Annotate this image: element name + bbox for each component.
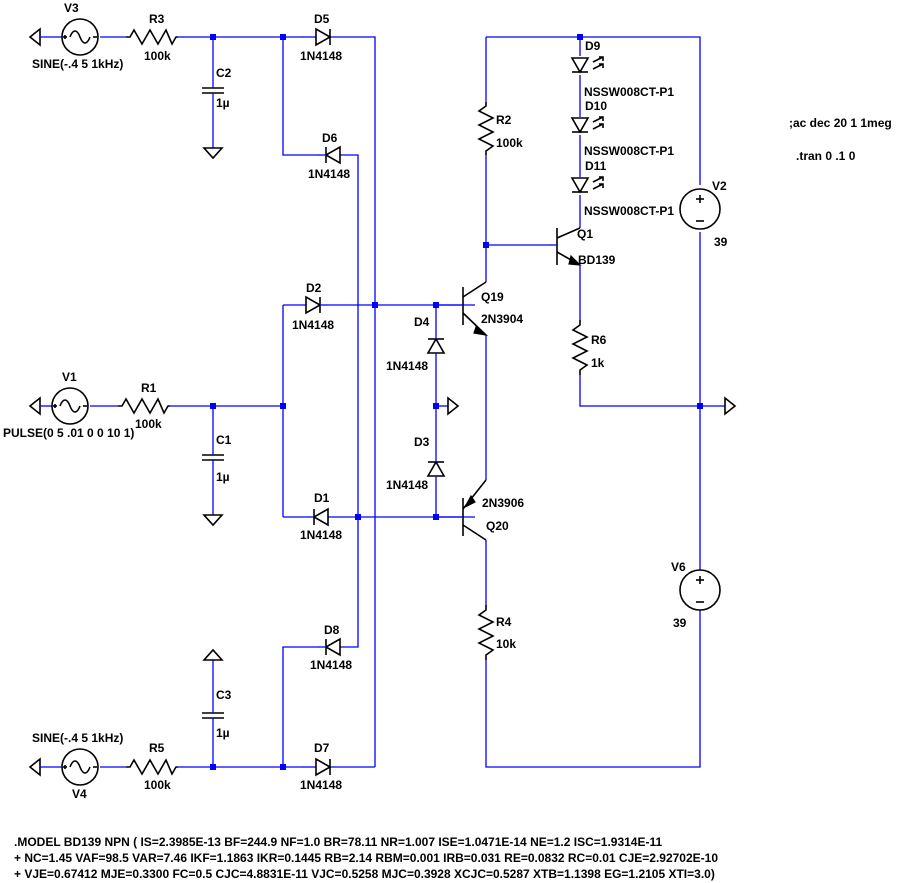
resistor-r2: R2 100k (477, 102, 523, 155)
ground-icon (202, 514, 224, 527)
ground-icon (28, 396, 41, 416)
diode-d2: D2 1N4148 (292, 281, 334, 332)
r4-value: 10k (496, 637, 516, 651)
capacitor-c1: C1 1µ (202, 433, 232, 485)
resistor-r6: R6 1k (571, 320, 607, 375)
r4-name: R4 (496, 615, 512, 629)
transistor-q1: Q1 BD139 (550, 227, 616, 270)
ground-icon (202, 147, 224, 160)
source-v1: V1 PULSE(0 5 .01 0 0 10 1) (3, 370, 134, 440)
resistor-r1: R1 100k (118, 381, 170, 431)
v1-name: V1 (62, 370, 77, 384)
r2-name: R2 (496, 113, 512, 127)
d4-name: D4 (414, 315, 430, 329)
ground-icon (28, 27, 41, 47)
ground-icon (447, 396, 460, 416)
d8-name: D8 (324, 623, 340, 637)
c1-name: C1 (216, 433, 232, 447)
d11-name: D11 (585, 159, 607, 173)
d6-name: D6 (322, 131, 338, 145)
c2-value: 1µ (216, 96, 230, 110)
diode-d4: D4 1N4148 (386, 315, 446, 373)
d11-value: NSSW008CT-P1 (584, 204, 674, 218)
c3-value: 1µ (216, 726, 230, 740)
d2-name: D2 (306, 281, 322, 295)
d10-name: D10 (585, 99, 607, 113)
c2-name: C2 (216, 66, 232, 80)
resistor-r5: R5 100k (126, 741, 178, 792)
v3-value: SINE(-.4 5 1kHz) (32, 57, 123, 71)
ground-symbols (28, 27, 737, 777)
d9-value: NSSW008CT-P1 (584, 85, 674, 99)
source-v6: V6 39 (671, 560, 721, 630)
r3-name: R3 (149, 12, 165, 26)
v2-value: 39 (714, 235, 728, 249)
ground-icon (202, 648, 224, 661)
capacitor-c3: C3 1µ (202, 688, 232, 740)
c1-value: 1µ (216, 470, 230, 484)
d10-value: NSSW008CT-P1 (584, 144, 674, 158)
d5-name: D5 (314, 12, 330, 26)
source-v2: V2 39 (679, 179, 728, 249)
resistor-r4: R4 10k (477, 605, 516, 660)
q20-value: 2N3906 (482, 496, 524, 510)
q19-value: 2N3904 (481, 312, 523, 326)
capacitor-c2: C2 1µ (202, 65, 232, 111)
v6-name: V6 (671, 560, 686, 574)
d8-value: 1N4148 (310, 658, 352, 672)
r2-value: 100k (496, 136, 523, 150)
led-d9: D9 NSSW008CT-P1 (570, 39, 674, 99)
d6-value: 1N4148 (308, 167, 350, 181)
model-line-3: + VJE=0.67412 MJE=0.3300 FC=0.5 CJC=4.88… (14, 867, 715, 881)
v1-value: PULSE(0 5 .01 0 0 10 1) (3, 426, 134, 440)
r1-value: 100k (135, 417, 162, 431)
q20-name: Q20 (486, 519, 509, 533)
diode-d3: D3 1N4148 (386, 435, 446, 492)
v6-value: 39 (673, 616, 687, 630)
model-line-2: + NC=1.45 VAF=98.5 VAR=7.46 IKF=1.1863 I… (14, 851, 718, 865)
r3-value: 100k (144, 49, 171, 63)
r6-name: R6 (591, 333, 607, 347)
d2-value: 1N4148 (292, 318, 334, 332)
d1-name: D1 (314, 491, 330, 505)
tran-directive: .tran 0 .1 0 (796, 149, 856, 163)
d7-value: 1N4148 (300, 778, 342, 792)
ground-icon (724, 396, 737, 416)
led-d11: D11 NSSW008CT-P1 (570, 159, 674, 218)
c3-name: C3 (216, 688, 232, 702)
resistor-r3: R3 100k (126, 12, 178, 63)
transistor-q20: 2N3906 Q20 (436, 479, 524, 541)
v4-value: SINE(-.4 5 1kHz) (32, 731, 123, 745)
d3-value: 1N4148 (386, 478, 428, 492)
ac-directive: ;ac dec 20 1 1meg (789, 116, 892, 130)
q19-name: Q19 (481, 290, 504, 304)
model-line-1: .MODEL BD139 NPN ( IS=2.3985E-13 BF=244.… (14, 835, 662, 849)
diode-d7: D7 1N4148 (300, 741, 342, 792)
d5-value: 1N4148 (300, 49, 342, 63)
source-v3: V3 SINE(-.4 5 1kHz) (32, 1, 123, 71)
diode-d8: D8 1N4148 (310, 623, 352, 672)
r1-name: R1 (141, 381, 157, 395)
r6-value: 1k (591, 356, 605, 370)
ground-icon (28, 757, 41, 777)
v4-name: V4 (72, 787, 87, 801)
led-d10: D10 NSSW008CT-P1 (570, 99, 674, 158)
diode-d6: D6 1N4148 (308, 131, 350, 181)
q1-name: Q1 (577, 227, 593, 241)
d3-name: D3 (414, 435, 430, 449)
transistor-q19: Q19 2N3904 (436, 281, 523, 336)
d1-value: 1N4148 (300, 528, 342, 542)
diode-d1: D1 1N4148 (300, 491, 342, 542)
d7-name: D7 (314, 741, 330, 755)
r5-value: 100k (144, 778, 171, 792)
diode-d5: D5 1N4148 (300, 12, 342, 63)
source-v4: SINE(-.4 5 1kHz) V4 (32, 731, 123, 801)
d9-name: D9 (585, 39, 601, 53)
d4-value: 1N4148 (386, 359, 428, 373)
q1-value: BD139 (578, 253, 616, 267)
v2-name: V2 (712, 179, 727, 193)
v3-name: V3 (64, 1, 79, 15)
r5-name: R5 (149, 741, 165, 755)
